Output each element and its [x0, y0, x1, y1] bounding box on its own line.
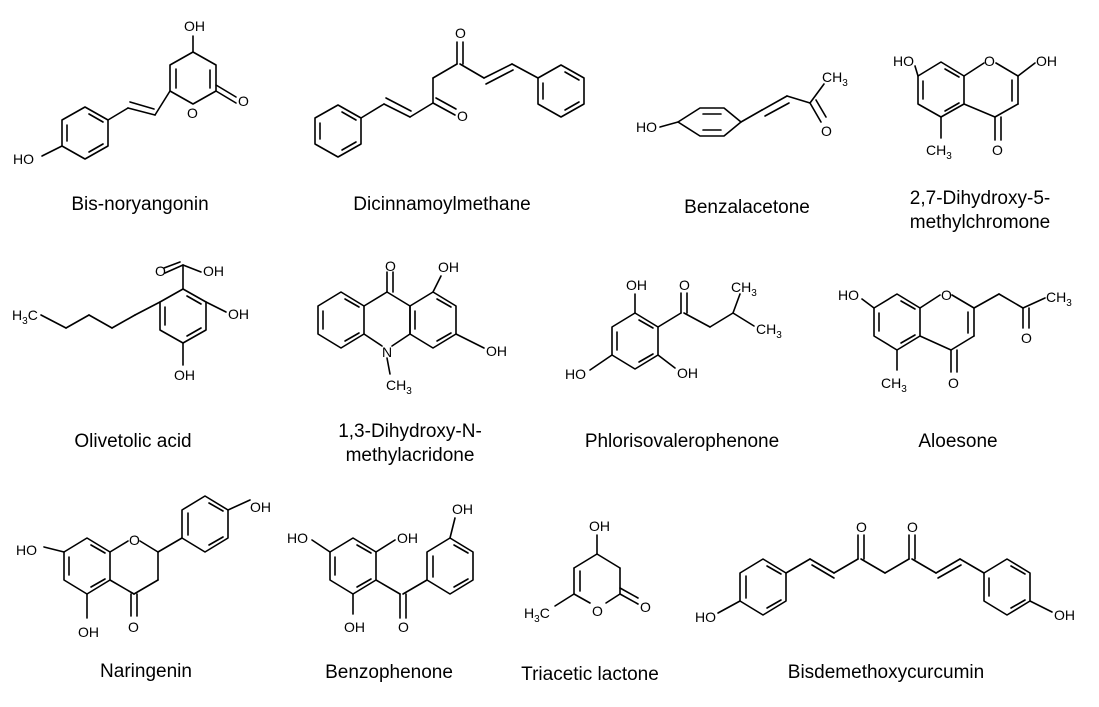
atom-label: O: [992, 142, 1003, 158]
compound-name: Olivetolic acid: [74, 431, 191, 452]
atom-label: HO: [838, 287, 859, 303]
compound-name: Benzophenone: [325, 662, 453, 683]
atom-label: OH: [203, 263, 224, 279]
structure-dihydroxy-methylacridone: O OH N OH CH3 1,3-Dihydroxy-N- methylacr…: [317, 258, 507, 466]
atom-label: OH: [452, 501, 473, 517]
atom-label: OH: [1036, 53, 1057, 69]
atom-label: O: [187, 105, 198, 121]
atom-label: OH: [174, 367, 195, 383]
atom-label: HO: [16, 542, 37, 558]
structure-bis-noryangonin: OH O O HO Bis-noryangonin: [13, 18, 249, 215]
atom-label: O: [856, 519, 867, 535]
atom-label: OH: [228, 306, 249, 322]
atom-label: O: [455, 25, 466, 41]
atom-label: OH: [1054, 607, 1075, 623]
atom-label: OH: [344, 619, 365, 635]
compound-name: Triacetic lactone: [521, 664, 659, 685]
compound-name: Naringenin: [100, 661, 192, 682]
compound-name: Aloesone: [918, 431, 997, 452]
atom-label: CH3: [926, 142, 952, 162]
structure-aloesone: HO O CH3 O O CH3 Aloesone: [838, 287, 1072, 452]
atom-label: O: [128, 619, 139, 635]
atom-label: HO: [287, 530, 308, 546]
structure-phlorisovalerophenone: OH O CH3 CH3 HO OH Phlorisovalerophenone: [565, 277, 782, 452]
atom-label: N: [382, 344, 392, 360]
atom-label: O: [592, 603, 603, 619]
atom-label: O: [457, 108, 468, 124]
atom-label: O: [907, 519, 918, 535]
atom-label: O: [398, 619, 409, 635]
compound-name: Bisdemethoxycurcumin: [788, 662, 984, 683]
atom-label: CH3: [1046, 289, 1072, 309]
structure-dicinnamoylmethane: O O Dicinnamoylmethane: [314, 25, 585, 215]
atom-label: OH: [626, 277, 647, 293]
structure-triacetic-lactone: OH O O H3C Triacetic lactone: [521, 518, 659, 685]
atom-label: OH: [184, 18, 205, 34]
atom-label: O: [238, 93, 249, 109]
structure-dihydroxy-methylchromone: HO O OH O CH3 2,7-Dihydroxy-5- methylchr…: [893, 53, 1057, 233]
atom-label: CH3: [881, 375, 907, 395]
compound-name: Benzalacetone: [684, 197, 810, 218]
atom-label: OH: [677, 365, 698, 381]
atom-label: OH: [589, 518, 610, 534]
atom-label: O: [155, 263, 166, 279]
structure-naringenin: HO O OH OH O Naringenin: [16, 495, 271, 682]
atom-label: HO: [636, 119, 657, 135]
atom-label: HO: [695, 609, 716, 625]
atom-label: OH: [78, 624, 99, 640]
structure-benzophenone: HO OH OH OH O Benzophenone: [287, 501, 474, 683]
atom-label: CH3: [822, 69, 848, 89]
atom-label: O: [385, 258, 396, 274]
atom-label: HO: [565, 366, 586, 382]
compound-name: Dicinnamoylmethane: [353, 194, 530, 215]
structure-olivetolic-acid: O OH OH OH H3C Olivetolic acid: [12, 261, 249, 452]
atom-label: CH3: [386, 377, 412, 397]
atom-label: H3C: [12, 307, 38, 327]
structure-benzalacetone: HO CH3 O Benzalacetone: [636, 69, 848, 218]
atom-label: H3C: [524, 605, 550, 625]
atom-label: OH: [250, 499, 271, 515]
atom-label: HO: [893, 53, 914, 69]
atom-label: O: [640, 599, 651, 615]
atom-label: CH3: [756, 321, 782, 341]
compound-name: Bis-noryangonin: [71, 194, 208, 215]
compound-name: Phlorisovalerophenone: [585, 431, 779, 452]
atom-label: HO: [13, 151, 34, 167]
atom-label: O: [821, 123, 832, 139]
compound-name: 1,3-Dihydroxy-N-: [338, 421, 482, 442]
atom-label: OH: [486, 343, 507, 359]
atom-label: O: [941, 287, 952, 303]
atom-label: O: [679, 277, 690, 293]
atom-label: O: [948, 375, 959, 391]
atom-label: OH: [438, 259, 459, 275]
compound-name: methylacridone: [346, 445, 475, 466]
atom-label: OH: [397, 530, 418, 546]
atom-label: O: [984, 53, 995, 69]
atom-label: O: [129, 532, 140, 548]
structure-bisdemethoxycurcumin: HO O O OH Bisdemethoxycurcumin: [695, 519, 1075, 683]
atom-label: O: [1021, 330, 1032, 346]
atom-label: CH3: [731, 279, 757, 299]
compound-name: 2,7-Dihydroxy-5-: [910, 188, 1050, 209]
compound-name: methylchromone: [910, 212, 1050, 233]
